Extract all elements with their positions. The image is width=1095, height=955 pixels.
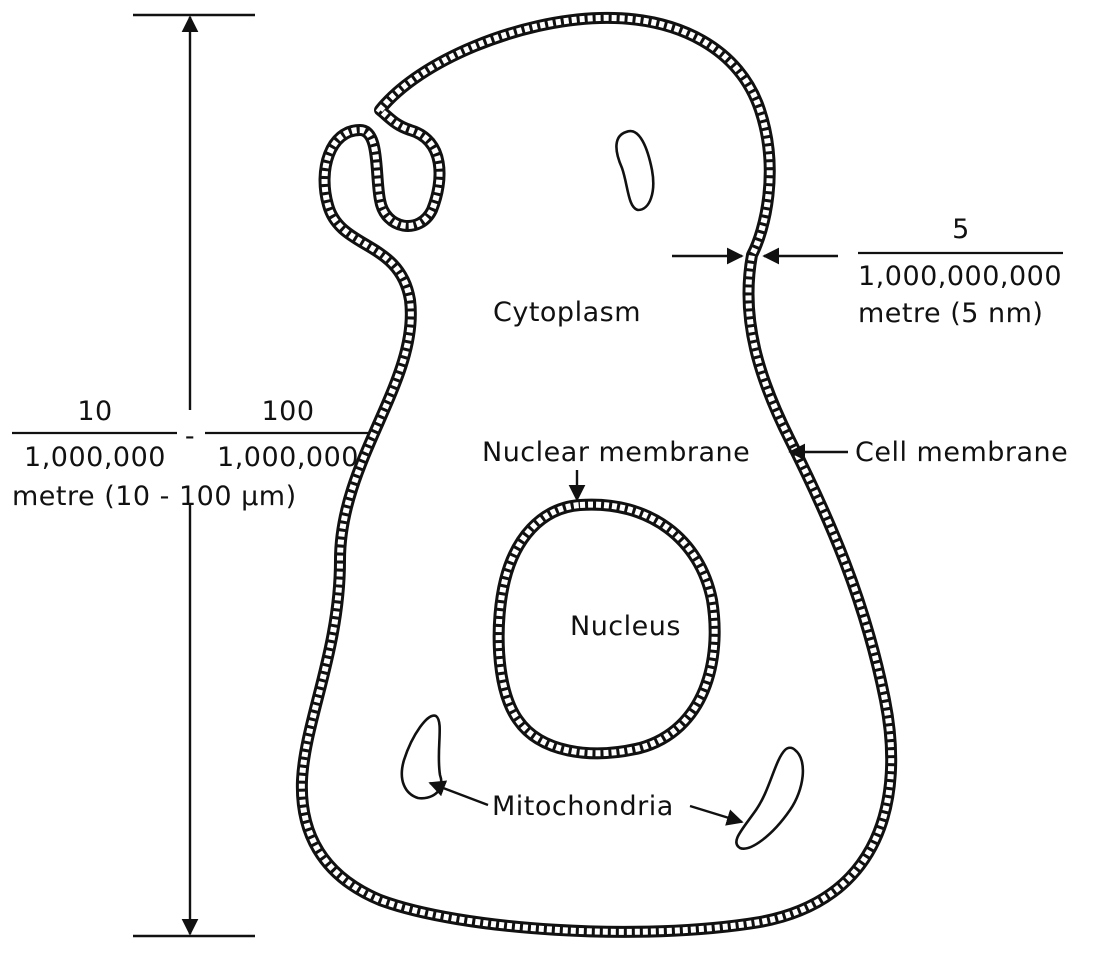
cell-size-unit: metre (10 - 100 μm) bbox=[12, 481, 297, 512]
cell-size-label: 10 1,000,000 - 100 1,000,000 metre (10 -… bbox=[12, 396, 368, 512]
membrane-thickness-label: 5 1,000,000,000 metre (5 nm) bbox=[858, 214, 1063, 329]
fraction2-denominator: 1,000,000 bbox=[217, 442, 359, 473]
mitochondria-label: Mitochondria bbox=[492, 791, 674, 822]
thickness-denominator: 1,000,000,000 bbox=[858, 261, 1062, 292]
fraction-separator: - bbox=[185, 421, 195, 452]
vacuole-shape bbox=[616, 131, 653, 210]
mitochondria-pointer-left bbox=[430, 783, 488, 805]
fraction2-numerator: 100 bbox=[261, 396, 314, 427]
thickness-unit: metre (5 nm) bbox=[858, 298, 1043, 329]
nuclear-membrane-label: Nuclear membrane bbox=[482, 437, 750, 468]
cell-membrane-label: Cell membrane bbox=[855, 437, 1068, 468]
fraction1-numerator: 10 bbox=[77, 396, 112, 427]
mitochondria-pointer-right bbox=[690, 806, 742, 822]
thickness-numerator: 5 bbox=[952, 214, 970, 245]
nucleus-label: Nucleus bbox=[570, 611, 681, 642]
cell-size-dimension-bar bbox=[133, 15, 255, 936]
mitochondrion-right bbox=[736, 748, 803, 849]
fraction1-denominator: 1,000,000 bbox=[24, 442, 166, 473]
cytoplasm-label: Cytoplasm bbox=[493, 297, 641, 328]
